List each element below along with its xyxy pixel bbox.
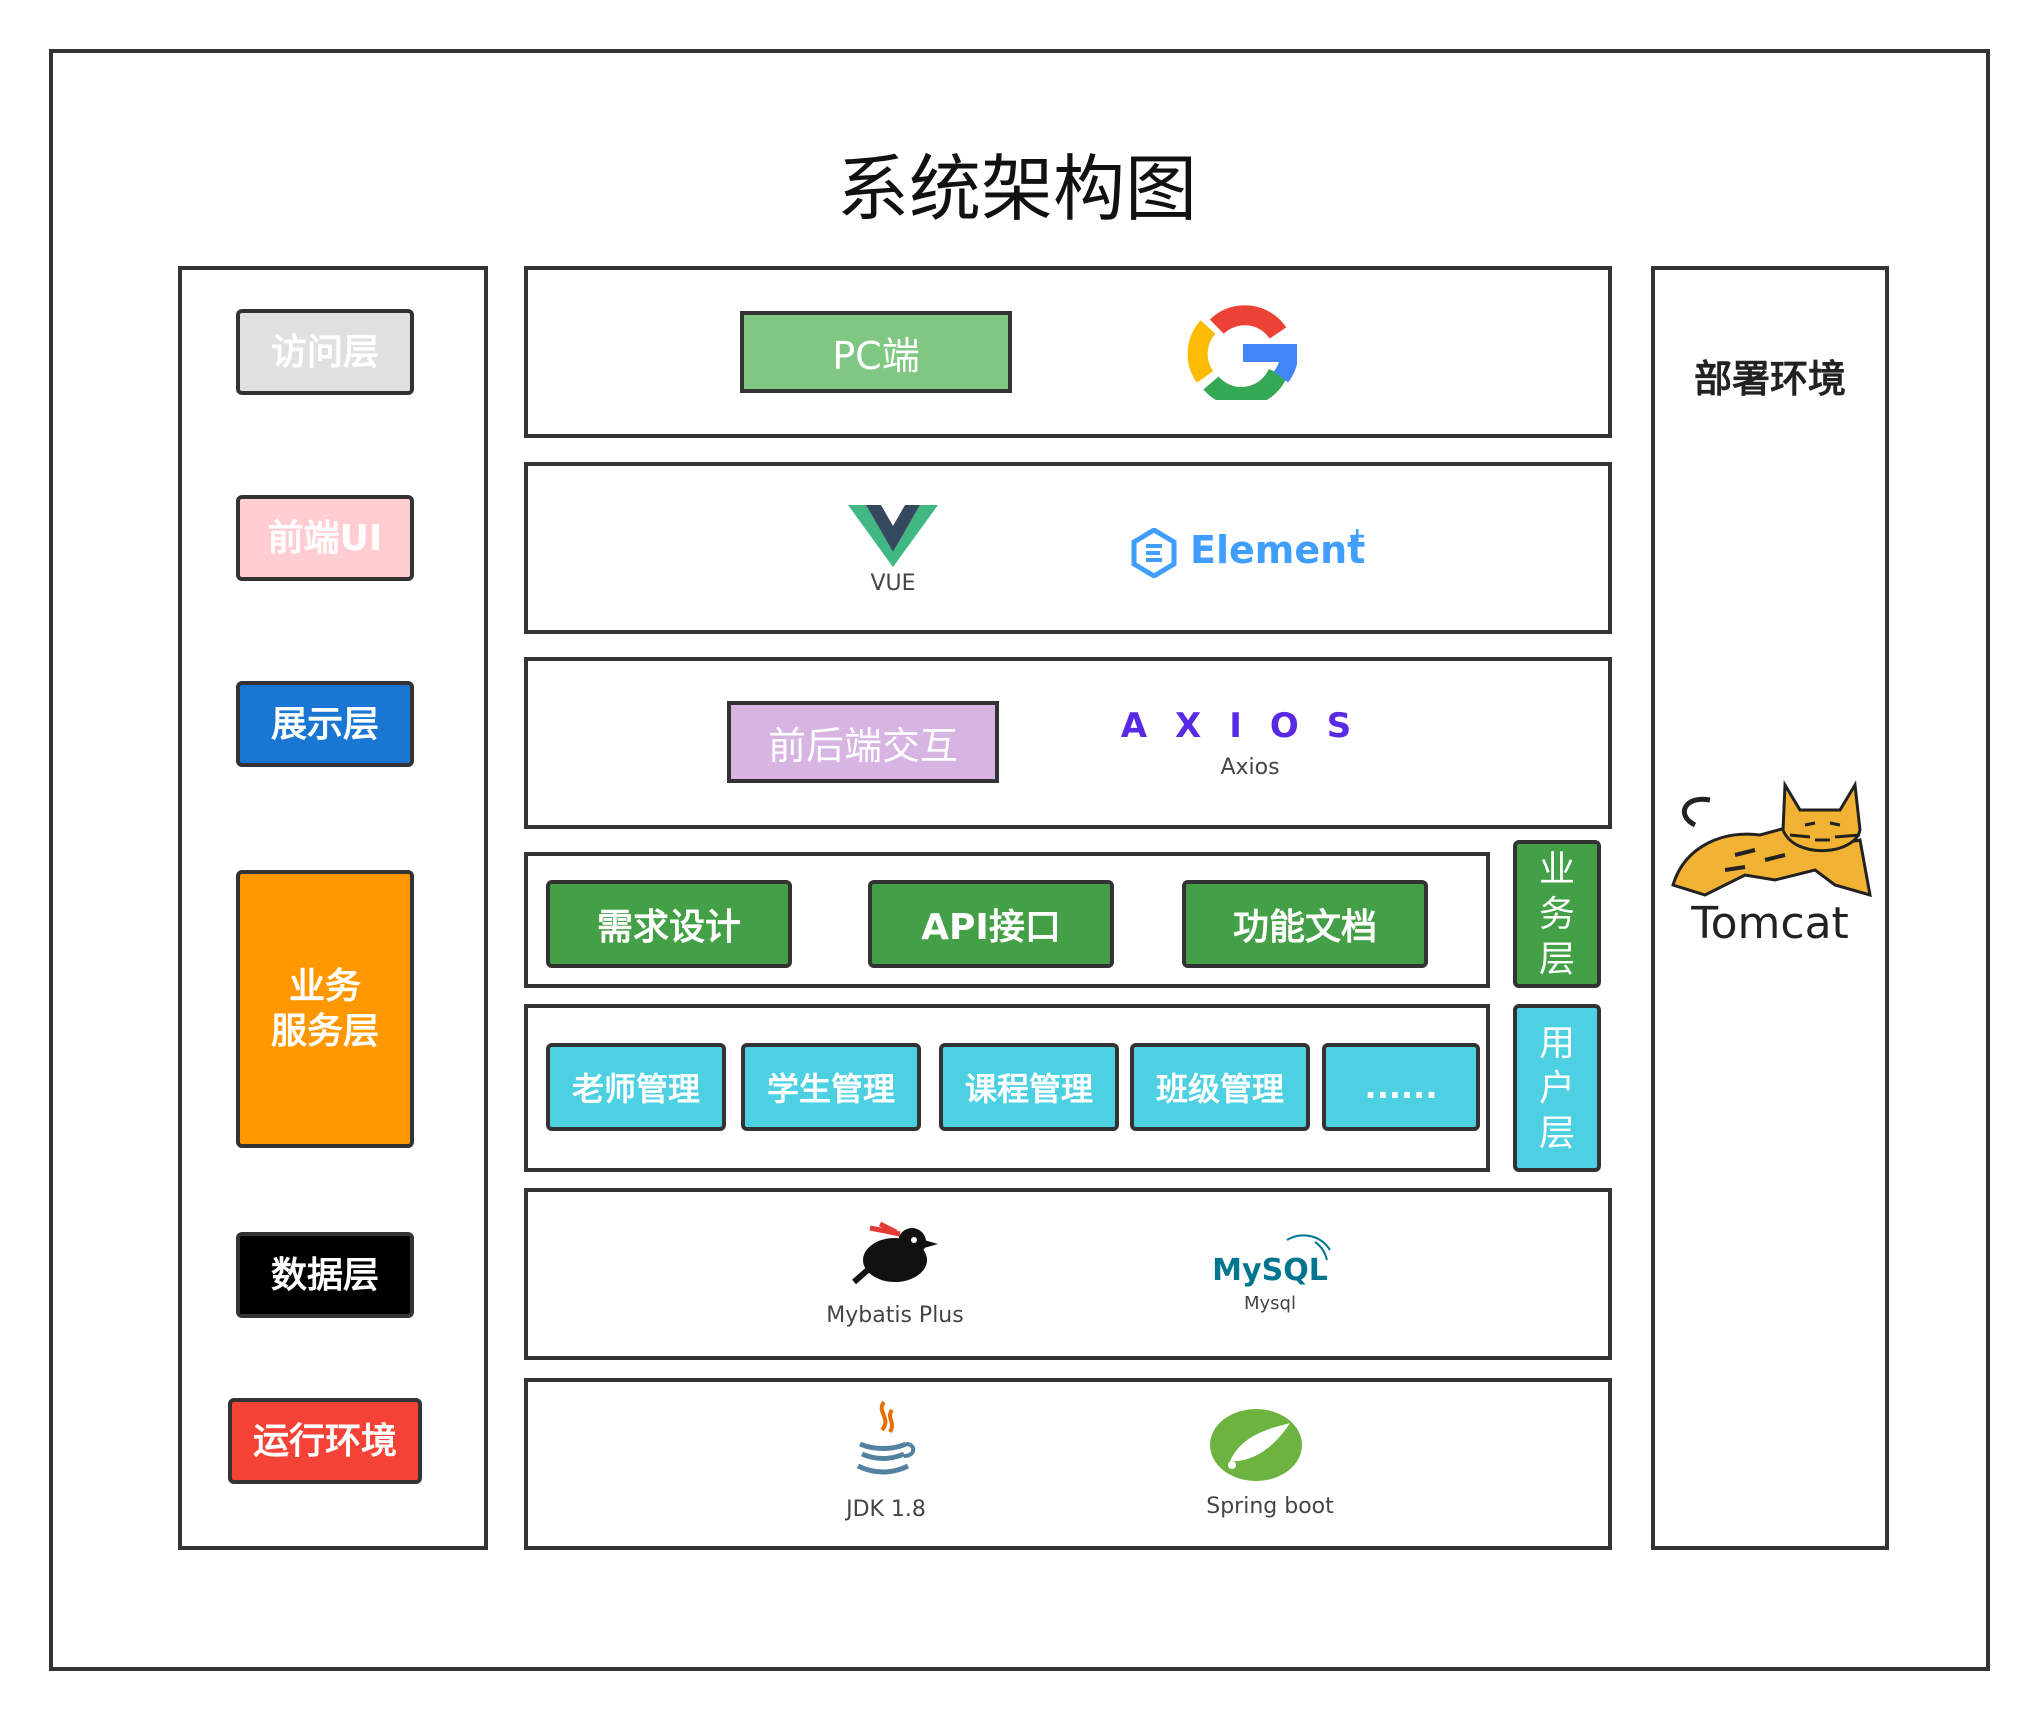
diagram-frame	[49, 49, 1990, 1671]
element-icon	[1131, 528, 1177, 578]
tomcat-label: Tomcat	[1691, 898, 1849, 949]
btn-course-mgmt: 课程管理	[939, 1043, 1119, 1131]
left-column	[178, 266, 488, 1550]
label-business-service-line1: 业务	[288, 966, 361, 1007]
spring-boot-icon	[1210, 1409, 1302, 1481]
pc-box: PC端	[740, 311, 1012, 393]
tomcat-cat-icon	[1671, 779, 1872, 898]
btn-student-mgmt: 学生管理	[741, 1043, 921, 1131]
label-access: 访问层	[236, 309, 414, 395]
diagram-title: 系统架构图	[836, 147, 1197, 231]
mysql-caption: Mysql	[1244, 1293, 1296, 1314]
interaction-box: 前后端交互	[727, 701, 999, 783]
label-business-service-line2: 服务层	[270, 1011, 379, 1052]
band-access	[524, 266, 1612, 438]
btn-requirements: 需求设计	[546, 880, 792, 968]
business-tag-char-2: 务	[1538, 893, 1575, 935]
label-data: 数据层	[236, 1232, 414, 1318]
btn-teacher-mgmt: 老师管理	[546, 1043, 726, 1131]
mysql-logo-text: MySQL	[1212, 1253, 1328, 1288]
user-tag-char-3: 层	[1538, 1112, 1575, 1154]
mybatis-bird-icon	[852, 1221, 938, 1285]
element-plus-mark: +	[1348, 524, 1367, 549]
band-interaction	[524, 657, 1612, 829]
label-display: 展示层	[236, 681, 414, 767]
vue-caption: VUE	[870, 571, 916, 596]
label-frontend-ui: 前端UI	[236, 495, 414, 581]
spring-caption: Spring boot	[1206, 1494, 1334, 1519]
label-business-service: 业务 服务层	[236, 870, 414, 1148]
band-runtime	[524, 1378, 1612, 1550]
user-tag-char-1: 用	[1538, 1022, 1575, 1064]
deploy-title: 部署环境	[1693, 357, 1846, 401]
btn-api: API接口	[868, 880, 1114, 968]
axios-logo: AXIOS	[1120, 706, 1380, 746]
business-tag-char-3: 层	[1538, 938, 1575, 980]
java-cup-icon	[856, 1400, 916, 1475]
user-tag-char-2: 户	[1538, 1067, 1575, 1109]
google-icon	[1187, 305, 1297, 400]
btn-docs: 功能文档	[1182, 880, 1428, 968]
band-data	[524, 1188, 1612, 1360]
jdk-caption: JDK 1.8	[846, 1497, 926, 1522]
axios-caption: Axios	[1220, 755, 1280, 780]
btn-class-mgmt: 班级管理	[1130, 1043, 1310, 1131]
business-tag-char-1: 业	[1538, 848, 1575, 890]
mybatis-caption: Mybatis Plus	[826, 1303, 964, 1328]
user-layer-tag: 用 户 层	[1513, 1004, 1601, 1172]
business-layer-tag: 业 务 层	[1513, 840, 1601, 988]
mysql-dolphin-icon	[1286, 1234, 1331, 1261]
btn-more: ......	[1322, 1043, 1480, 1131]
deploy-column	[1651, 266, 1889, 1550]
label-runtime: 运行环境	[228, 1398, 422, 1484]
vue-icon	[848, 505, 938, 567]
band-frontend-ui	[524, 462, 1612, 634]
element-logo-text: Element	[1190, 528, 1366, 572]
